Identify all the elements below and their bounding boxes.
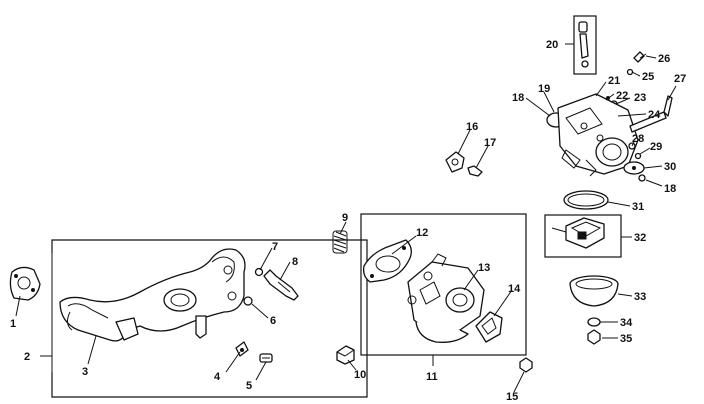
part-1-gasket (9, 266, 41, 301)
part-26-screw (633, 51, 647, 63)
callout-24: 24 (648, 109, 661, 121)
part-7-lockwasher (254, 267, 264, 277)
part-35-bowl-nut (587, 329, 601, 345)
callout-6: 6 (270, 315, 276, 327)
callout-15: 15 (506, 391, 518, 403)
callout-33: 33 (634, 291, 646, 303)
group-box-fuel-solenoid (573, 15, 597, 75)
group-box-carburetor (360, 213, 527, 366)
callout-7: 7 (272, 241, 278, 253)
part-10-fitting (336, 345, 355, 365)
callout-12: 12 (416, 227, 428, 239)
callout-34: 34 (620, 317, 633, 329)
part-27-throttle-shaft (629, 95, 673, 133)
part-4-bracket (235, 341, 249, 357)
callout-2: 2 (24, 351, 30, 363)
callout-21: 21 (608, 75, 620, 87)
part-13-carburetor (407, 253, 485, 343)
part-31-gasket-ring (563, 190, 609, 210)
callout-1: 1 (10, 318, 16, 330)
part-9-spring (332, 230, 348, 254)
callout-13: 13 (478, 262, 490, 274)
part-6-washer (243, 296, 253, 306)
part-29-screw (634, 152, 642, 160)
part-8-bolt (263, 269, 299, 301)
callout-9: 9 (342, 212, 348, 224)
part-12-gasket (362, 239, 412, 283)
callout-19: 19 (538, 83, 550, 95)
part-17-screw (467, 165, 483, 177)
part-16-fitting (445, 151, 465, 173)
group-box-choke-plate (544, 214, 622, 258)
callout-35: 35 (620, 333, 632, 345)
leader-lines (15, 43, 677, 393)
callout-17: 17 (484, 137, 496, 149)
callout-25: 25 (642, 71, 654, 83)
callout-30: 30 (664, 161, 676, 173)
callout-26: 26 (658, 53, 670, 65)
part-32-float (551, 217, 605, 249)
callout-31: 31 (632, 201, 644, 213)
callout-23: 23 (634, 92, 646, 104)
part-14-gasket (475, 311, 503, 343)
callout-labels: 1 2 3 4 5 6 7 8 9 10 11 12 13 14 15 16 1… (10, 39, 686, 403)
callout-27: 27 (674, 73, 686, 85)
callout-29: 29 (650, 141, 662, 153)
callout-11: 11 (426, 371, 438, 383)
part-34-gasket (587, 317, 601, 327)
callout-3: 3 (82, 366, 88, 378)
callout-10: 10 (354, 369, 366, 381)
part-3-intake-manifold (59, 248, 246, 342)
part-5-screw (259, 353, 273, 363)
callout-5: 5 (246, 380, 252, 392)
callout-18-bottom: 18 (664, 183, 676, 195)
part-18-gasket-bottom (638, 174, 646, 182)
part-33-float-bowl (569, 275, 619, 307)
callout-4: 4 (214, 371, 221, 383)
callout-22: 22 (616, 90, 628, 102)
callout-14: 14 (508, 283, 521, 295)
callout-28: 28 (632, 133, 644, 145)
part-15-nut (519, 357, 533, 373)
part-25-washer (626, 68, 634, 76)
callout-18-top: 18 (512, 92, 524, 104)
part-30-throttle-plate (623, 161, 645, 175)
callout-8: 8 (292, 256, 298, 268)
callout-32: 32 (634, 232, 646, 244)
callout-16: 16 (466, 121, 478, 133)
part-20-fuel-solenoid (578, 21, 589, 68)
group-box-intake-manifold (40, 239, 368, 398)
callout-20: 20 (546, 39, 558, 51)
